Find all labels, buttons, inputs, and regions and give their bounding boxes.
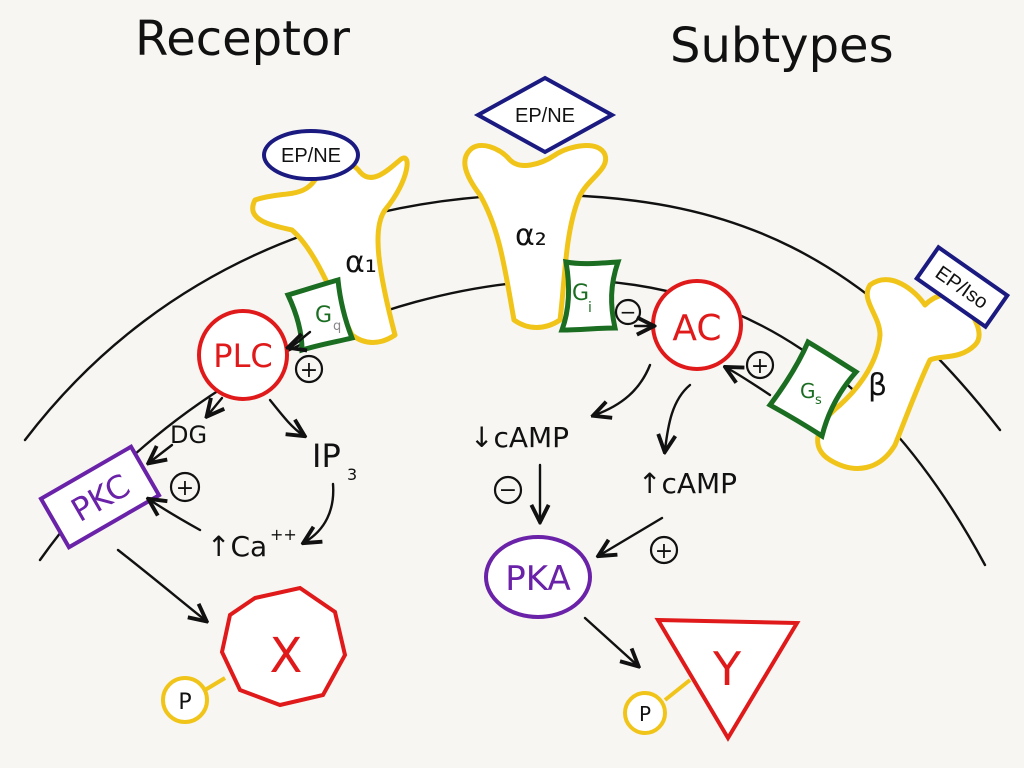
- ligand-beta: [913, 244, 1011, 330]
- arrow-ac-camp-down: [595, 363, 652, 415]
- camp-up-label: ↑cAMP: [638, 467, 737, 500]
- plus-sign-pkc: +: [169, 471, 201, 503]
- arrow-ip3-ca: [305, 482, 335, 542]
- arrow-pkc-x: [116, 548, 205, 620]
- beta-label: β: [868, 368, 887, 403]
- dg-label: DG: [170, 421, 207, 449]
- ligand-alpha1: [262, 129, 360, 181]
- y-phosphate-label: P: [639, 702, 651, 726]
- svg-text:+: +: [655, 539, 673, 564]
- ac-label: AC: [672, 308, 721, 349]
- alpha1-label: α₁: [345, 245, 377, 280]
- y-phosphate-link: [663, 678, 692, 702]
- title-receptor: Receptor: [135, 11, 350, 67]
- pka-label: PKA: [505, 559, 570, 599]
- camp-down-label: ↓cAMP: [470, 421, 569, 454]
- pka-node: [484, 535, 592, 619]
- plus-sign-gs: +: [745, 350, 775, 380]
- gi-label: G: [572, 281, 589, 306]
- arrow-campup-pka: [600, 516, 664, 555]
- x-phosphate-link: [203, 676, 227, 692]
- target-y: [654, 617, 801, 742]
- svg-text:−: −: [499, 478, 517, 503]
- ligand-alpha2: [473, 75, 617, 155]
- arrow-ac-camp-up: [665, 383, 692, 450]
- ligand-alpha1-label: EP/NE: [281, 145, 341, 167]
- gs-subscript: s: [815, 393, 822, 408]
- arrow-plc-dg: [208, 396, 222, 415]
- gq-label: G: [315, 303, 332, 328]
- pkc-node: [38, 444, 162, 550]
- gq-subscript: q: [333, 319, 341, 334]
- arrow-dg-pkc: [150, 443, 174, 462]
- minus-sign-gi: −: [614, 298, 642, 326]
- minus-sign-pka: −: [493, 475, 523, 505]
- gi-subscript: i: [588, 300, 592, 316]
- pkc-group: PKC: [38, 444, 162, 550]
- ligand-beta-group: EP/Iso: [913, 244, 1011, 330]
- x-phosphate: [161, 676, 209, 724]
- gi-protein: [558, 258, 622, 333]
- arrow-pka-y: [583, 616, 637, 665]
- gs-label: G: [800, 379, 816, 403]
- gs-protein: [766, 338, 860, 440]
- ligand-alpha2-label: EP/NE: [515, 105, 575, 127]
- svg-text:−: −: [620, 300, 637, 324]
- svg-text:+: +: [751, 354, 769, 379]
- plus-sign-plc: +: [294, 354, 324, 384]
- title-subtypes: Subtypes: [670, 18, 894, 74]
- arrow-gq-plc: [290, 330, 312, 347]
- y-phosphate: [623, 691, 667, 735]
- target-x-label: X: [270, 628, 303, 684]
- target-x: [219, 585, 348, 708]
- plc-node: [197, 309, 289, 401]
- x-phosphate-label: P: [178, 690, 191, 715]
- ip3-label: IP: [312, 437, 341, 475]
- arrow-ca-pkc: [150, 500, 202, 532]
- alpha2-label: α₂: [515, 218, 547, 253]
- arrow-gs-ac: [727, 368, 772, 397]
- svg-text:+: +: [300, 358, 318, 383]
- target-y-label: Y: [712, 642, 742, 696]
- plc-label: PLC: [213, 337, 272, 375]
- plus-sign-pka: +: [649, 535, 679, 565]
- arrow-plc-ip3: [268, 398, 303, 435]
- ip3-subscript: 3: [347, 465, 357, 484]
- alpha2-receptor: [462, 143, 609, 330]
- ca-superscript: ++: [270, 525, 297, 544]
- svg-text:+: +: [176, 476, 194, 501]
- ca-label: ↑Ca: [207, 530, 267, 563]
